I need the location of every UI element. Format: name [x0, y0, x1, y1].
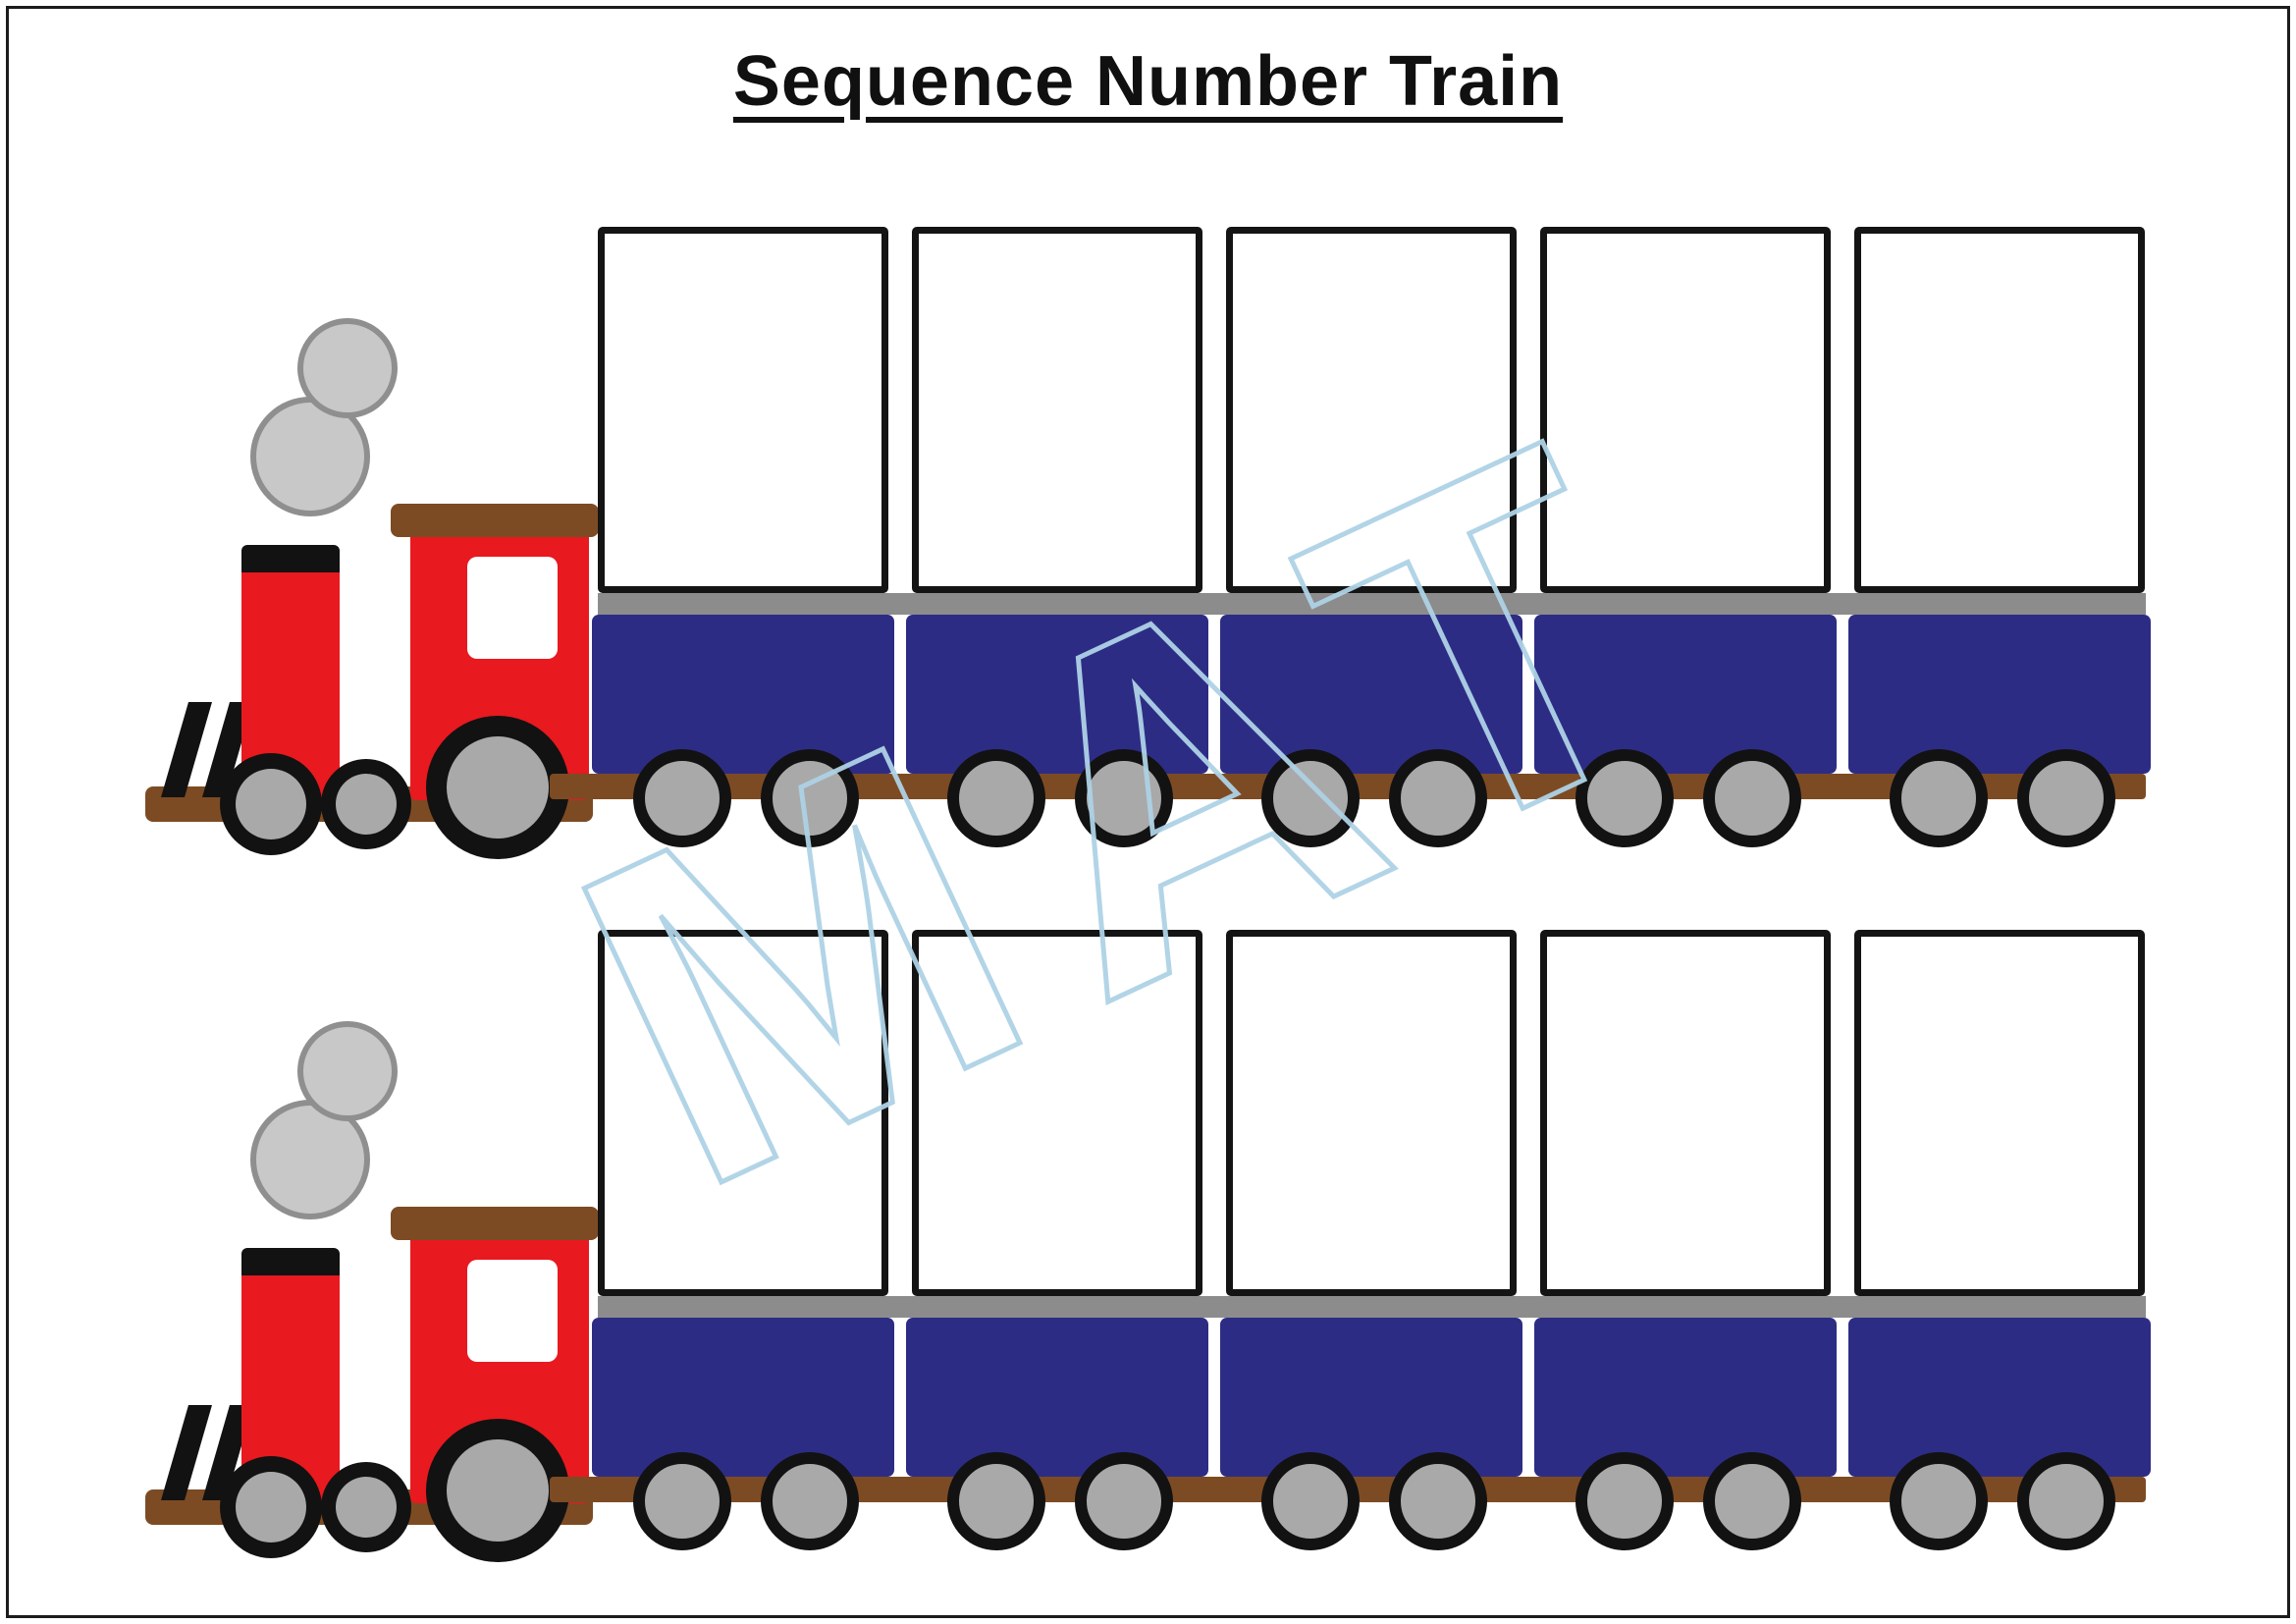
- cab-roof: [391, 504, 599, 537]
- cab-window: [467, 557, 558, 659]
- car-wheel: [633, 749, 731, 847]
- car-body: [1220, 615, 1522, 774]
- car-wheel: [761, 749, 859, 847]
- engine-wheel: [426, 1419, 569, 1562]
- number-box[interactable]: [1854, 227, 2145, 593]
- cab-window: [467, 1260, 558, 1362]
- number-box[interactable]: [1854, 930, 2145, 1296]
- cowcatcher-stripe: [202, 702, 253, 797]
- number-box[interactable]: [912, 227, 1202, 593]
- car-wheel: [1575, 1452, 1674, 1550]
- number-box[interactable]: [598, 930, 888, 1296]
- car-wheel: [1261, 749, 1360, 847]
- car-body: [1534, 615, 1837, 774]
- car-body: [1220, 1318, 1522, 1477]
- train-row-2: [0, 899, 2296, 1582]
- car-wheel: [1389, 749, 1487, 847]
- car-wheel: [1075, 749, 1173, 847]
- car-wheel: [1890, 1452, 1988, 1550]
- train-car: [1220, 930, 1522, 1558]
- train-engine-icon: [145, 318, 599, 859]
- smoke-puff-icon: [297, 318, 398, 418]
- train-row-1: [0, 196, 2296, 879]
- cowcatcher-stripe: [202, 1405, 253, 1500]
- cowcatcher-stripe: [161, 702, 212, 797]
- train-car: [592, 930, 894, 1558]
- title-bar: Sequence Number Train: [0, 41, 2296, 122]
- page-title: Sequence Number Train: [732, 42, 1564, 121]
- coupler-bar: [598, 593, 2146, 615]
- train-car: [1220, 227, 1522, 855]
- number-box[interactable]: [912, 930, 1202, 1296]
- car-wheel: [1261, 1452, 1360, 1550]
- car-wheel: [633, 1452, 731, 1550]
- car-body: [1848, 1318, 2151, 1477]
- smoke-puff-icon: [297, 1021, 398, 1121]
- train-car: [1848, 227, 2151, 855]
- car-wheel: [1389, 1452, 1487, 1550]
- train-car: [906, 227, 1208, 855]
- train-engine-icon: [145, 1021, 599, 1562]
- number-box[interactable]: [1540, 930, 1831, 1296]
- car-body: [906, 615, 1208, 774]
- train-car: [906, 930, 1208, 1558]
- smokestack: [241, 545, 340, 578]
- car-wheel: [1890, 749, 1988, 847]
- train-car: [1534, 930, 1837, 1558]
- car-wheel: [1703, 749, 1801, 847]
- number-box[interactable]: [1226, 930, 1517, 1296]
- car-wheel: [947, 1452, 1045, 1550]
- engine-wheel: [426, 716, 569, 859]
- car-wheel: [2017, 1452, 2115, 1550]
- car-wheel: [1575, 749, 1674, 847]
- train-car: [1534, 227, 1837, 855]
- number-box[interactable]: [1540, 227, 1831, 593]
- car-body: [592, 1318, 894, 1477]
- car-wheel: [761, 1452, 859, 1550]
- engine-wheel: [321, 1462, 411, 1552]
- train-car: [1848, 930, 2151, 1558]
- train-car: [592, 227, 894, 855]
- car-wheel: [1703, 1452, 1801, 1550]
- number-box[interactable]: [1226, 227, 1517, 593]
- coupler-bar: [598, 1296, 2146, 1318]
- cab-roof: [391, 1207, 599, 1240]
- car-body: [1534, 1318, 1837, 1477]
- engine-wheel: [220, 753, 322, 855]
- car-wheel: [1075, 1452, 1173, 1550]
- car-wheel: [2017, 749, 2115, 847]
- number-box[interactable]: [598, 227, 888, 593]
- engine-wheel: [321, 759, 411, 849]
- car-body: [906, 1318, 1208, 1477]
- engine-wheel: [220, 1456, 322, 1558]
- cowcatcher-stripe: [161, 1405, 212, 1500]
- car-body: [1848, 615, 2151, 774]
- car-body: [592, 615, 894, 774]
- car-wheel: [947, 749, 1045, 847]
- smokestack: [241, 1248, 340, 1281]
